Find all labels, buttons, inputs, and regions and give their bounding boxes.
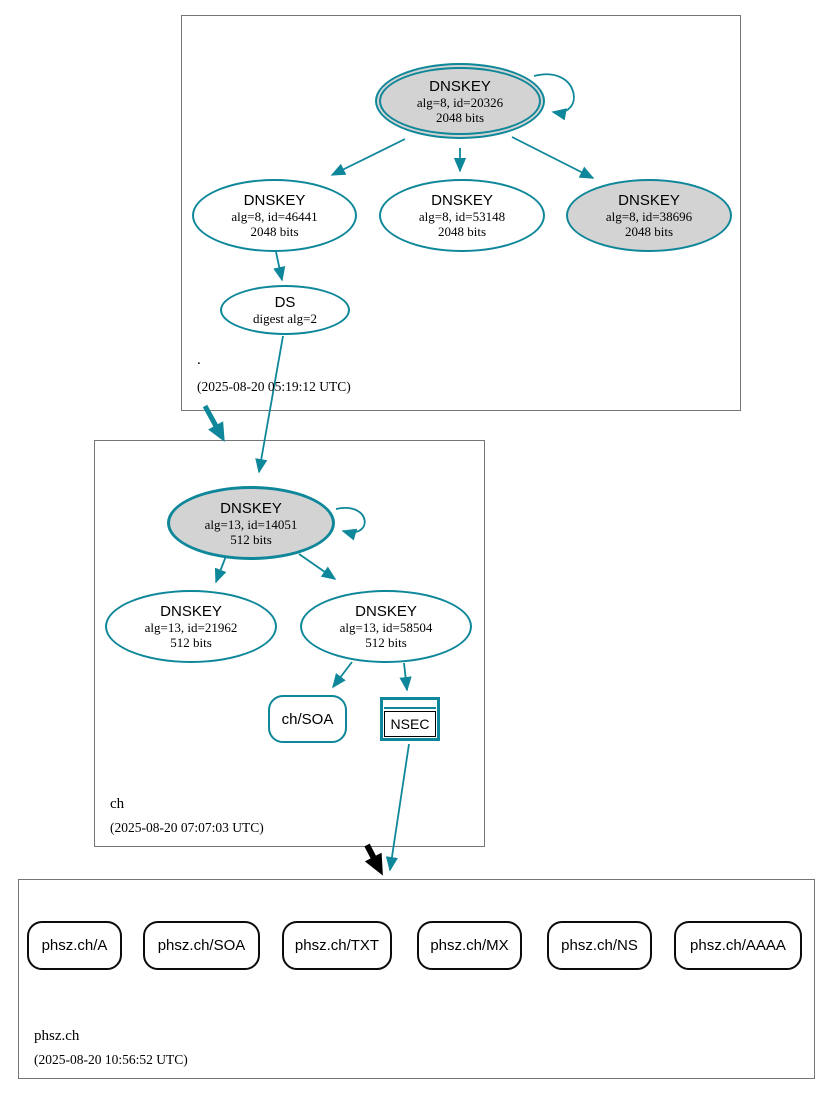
node-label: phsz.ch/SOA	[157, 937, 246, 954]
node-dnskey-21962[interactable]: DNSKEY alg=13, id=21962 512 bits	[105, 590, 277, 663]
zone-label-phsz-ch: phsz.ch	[34, 1028, 80, 1044]
node-detail: alg=13, id=21962	[144, 620, 238, 635]
node-detail: alg=13, id=58504	[339, 620, 433, 635]
node-nsec[interactable]: NSEC	[380, 697, 440, 741]
node-detail: digest alg=2	[252, 311, 318, 326]
node-rrset-phsz-ch-ns[interactable]: phsz.ch/NS	[547, 921, 652, 970]
node-bits: 512 bits	[365, 635, 407, 650]
node-detail: alg=13, id=14051	[204, 516, 298, 532]
node-rrset-phsz-ch-aaaa[interactable]: phsz.ch/AAAA	[674, 921, 802, 970]
edge-insecure-delegation-ch-to-phsz-ch	[364, 843, 383, 876]
node-dnskey-58504[interactable]: DNSKEY alg=13, id=58504 512 bits	[300, 590, 472, 663]
node-dnskey-46441[interactable]: DNSKEY alg=8, id=46441 2048 bits	[192, 179, 357, 252]
node-title: DNSKEY	[431, 192, 493, 209]
node-bits: 2048 bits	[624, 224, 674, 239]
node-rrset-phsz-ch-mx[interactable]: phsz.ch/MX	[417, 921, 522, 970]
zone-box-ch	[94, 440, 485, 847]
zone-timestamp-ch: (2025-08-20 07:07:03 UTC)	[110, 820, 264, 835]
node-rrset-phsz-ch-soa[interactable]: phsz.ch/SOA	[143, 921, 260, 970]
node-detail: alg=8, id=46441	[231, 209, 318, 224]
node-detail: alg=8, id=38696	[605, 209, 693, 224]
nsec-header-strip	[384, 707, 436, 709]
zone-label-root: .	[197, 352, 201, 368]
node-label: ch/SOA	[281, 710, 334, 728]
node-dnskey-ksk-20326-inner: DNSKEY alg=8, id=20326 2048 bits	[379, 67, 541, 135]
node-bits: 2048 bits	[250, 224, 299, 239]
node-rrset-ch-soa[interactable]: ch/SOA	[268, 695, 347, 743]
node-label: NSEC	[384, 711, 436, 737]
zone-box-phsz-ch	[18, 879, 815, 1079]
node-ds[interactable]: DS digest alg=2	[220, 285, 350, 335]
node-label: phsz.ch/MX	[430, 937, 509, 954]
node-dnskey-ksk-14051[interactable]: DNSKEY alg=13, id=14051 512 bits	[167, 486, 335, 560]
node-label: phsz.ch/A	[41, 937, 108, 954]
node-bits: 512 bits	[230, 531, 272, 547]
node-title: DNSKEY	[355, 603, 417, 620]
zone-label-ch: ch	[110, 796, 125, 812]
node-title: DNSKEY	[429, 77, 491, 95]
node-title: DNSKEY	[243, 192, 306, 209]
zone-timestamp-root: (2025-08-20 05:19:12 UTC)	[197, 379, 351, 394]
node-label: phsz.ch/NS	[561, 937, 638, 954]
node-rrset-phsz-ch-txt[interactable]: phsz.ch/TXT	[282, 921, 392, 970]
node-bits: 2048 bits	[435, 109, 485, 125]
zone-box-root	[181, 15, 741, 411]
node-dnskey-38696[interactable]: DNSKEY alg=8, id=38696 2048 bits	[566, 179, 732, 252]
node-rrset-phsz-ch-a[interactable]: phsz.ch/A	[27, 921, 122, 970]
node-dnskey-ksk-20326[interactable]: DNSKEY alg=8, id=20326 2048 bits	[375, 63, 545, 139]
node-label: phsz.ch/AAAA	[690, 937, 786, 954]
node-title: DNSKEY	[220, 499, 282, 517]
node-detail: alg=8, id=20326	[416, 94, 504, 110]
node-title: DNSKEY	[160, 603, 222, 620]
node-bits: 2048 bits	[437, 224, 487, 239]
zone-timestamp-phsz-ch: (2025-08-20 10:56:52 UTC)	[34, 1052, 188, 1067]
node-title: DS	[274, 294, 296, 311]
node-dnskey-53148[interactable]: DNSKEY alg=8, id=53148 2048 bits	[379, 179, 545, 252]
node-label: phsz.ch/TXT	[294, 937, 380, 954]
node-title: DNSKEY	[618, 192, 680, 209]
node-detail: alg=8, id=53148	[418, 209, 506, 224]
node-bits: 512 bits	[170, 635, 212, 650]
